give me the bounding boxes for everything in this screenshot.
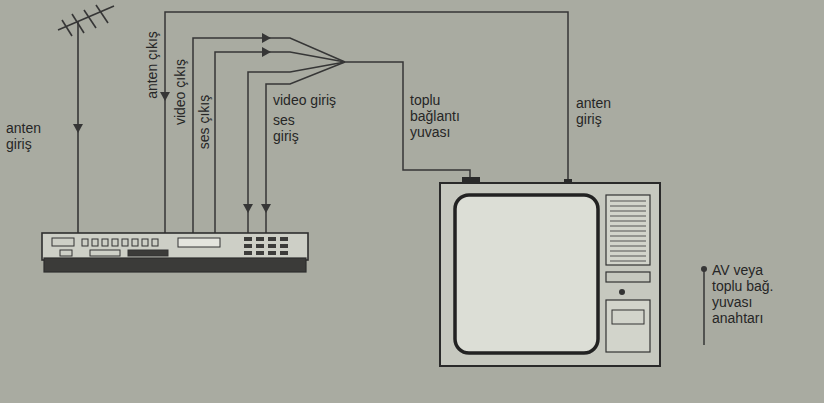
port-label: anten çıkış (144, 31, 160, 99)
grille-line (610, 251, 646, 252)
video-recorder (42, 233, 308, 272)
grille-line (610, 201, 646, 202)
keypad-key (268, 244, 276, 248)
button (102, 239, 108, 246)
arrowhead (262, 33, 271, 43)
port-label: video giriş (273, 92, 353, 108)
grille-line (610, 236, 646, 237)
speaker-grille (610, 201, 646, 261)
keypad-key (280, 237, 288, 241)
grille-line (610, 246, 646, 247)
tv-speaker (606, 195, 650, 265)
antenna-socket (564, 179, 572, 184)
recorder-base (44, 258, 306, 272)
tv-control (606, 272, 650, 282)
port-label: video çıkış (172, 59, 188, 125)
port-label: ses çıkış (196, 95, 212, 149)
keypad-key (256, 251, 264, 255)
port-label: anten giriş (576, 95, 624, 127)
button (142, 239, 148, 246)
button (132, 239, 138, 246)
keypad-key (280, 244, 288, 248)
grille-line (610, 261, 646, 262)
keypad-key (268, 237, 276, 241)
tv-control-panel (606, 300, 650, 352)
port-label: ses giriş (273, 112, 309, 144)
tv-cabinet (440, 183, 660, 366)
grille-line (610, 231, 646, 232)
button (92, 239, 98, 246)
television (440, 177, 660, 366)
recorder-keypad (244, 237, 288, 255)
button (112, 239, 118, 246)
grille-line (610, 216, 646, 217)
antenna-element (96, 5, 108, 23)
grille-line (610, 206, 646, 207)
button (122, 239, 128, 246)
keypad-key (280, 251, 288, 255)
arrowhead (160, 92, 170, 101)
tv-screen (455, 195, 598, 353)
leader-dot (701, 266, 707, 272)
antenna-element (84, 10, 96, 28)
arrowhead (73, 124, 83, 133)
antenna-element (62, 20, 72, 36)
audio-input-cable (266, 62, 345, 233)
switch-label: AV veya toplu bağ. yuvası anahtarı (712, 262, 786, 326)
video-output-cable (193, 38, 345, 233)
arrowhead (243, 204, 253, 213)
keypad-key (244, 244, 252, 248)
connector-label: toplu bağlantı yuvası (410, 92, 474, 140)
recorder-buttons (60, 238, 220, 256)
recorder-panel (128, 250, 168, 256)
scart-socket (462, 177, 480, 184)
button (60, 250, 72, 256)
grille-line (610, 256, 646, 257)
recorder-body (42, 233, 308, 260)
keypad-key (256, 244, 264, 248)
antenna (58, 5, 114, 233)
recorder-display (52, 238, 74, 246)
keypad-key (244, 251, 252, 255)
keypad-key (244, 237, 252, 241)
cassette-slot (178, 238, 220, 247)
button (82, 239, 88, 246)
arrowhead (262, 47, 271, 57)
video-input-cable (248, 62, 345, 233)
grille-line (610, 241, 646, 242)
port-label: anten giriş (6, 120, 54, 152)
keypad-key (256, 237, 264, 241)
grille-line (610, 226, 646, 227)
leader-line (703, 270, 705, 345)
button (152, 239, 158, 246)
button (90, 250, 120, 256)
tv-knob (619, 289, 625, 295)
grille-line (610, 221, 646, 222)
audio-output-cable (215, 52, 345, 233)
grille-line (610, 211, 646, 212)
tv-switch (612, 310, 644, 324)
arrowhead (261, 204, 271, 213)
keypad-key (268, 251, 276, 255)
